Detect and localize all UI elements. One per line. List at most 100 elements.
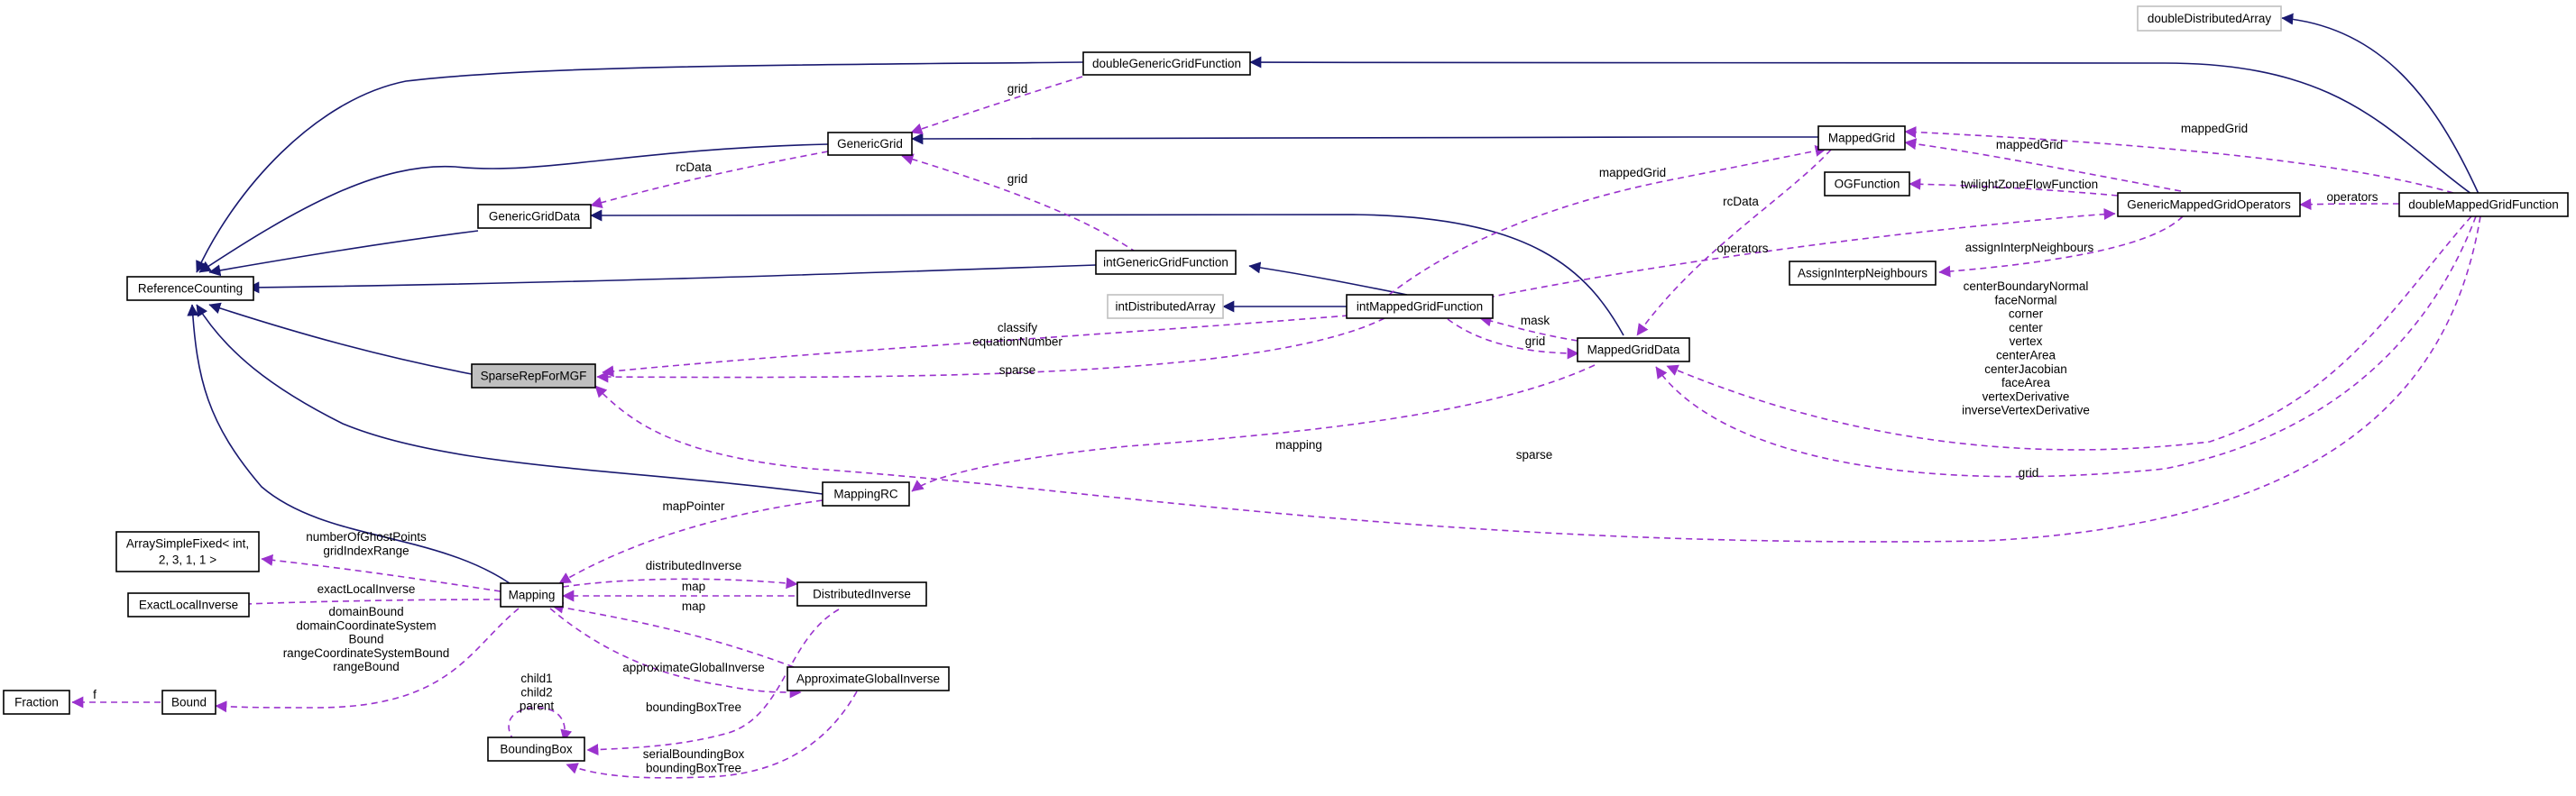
svg-text:intDistributedArray: intDistributedArray: [1115, 300, 1215, 314]
svg-text:doubleMappedGridFunction: doubleMappedGridFunction: [2408, 198, 2559, 212]
svg-text:DistributedInverse: DistributedInverse: [813, 588, 911, 601]
label-map2: map: [682, 599, 705, 613]
edge-usage-classify-equationnumber: [602, 315, 1349, 378]
label-grid-mgd: grid: [1525, 334, 1546, 348]
edge-label-line: twilightZoneFlowFunction: [1961, 178, 2098, 191]
label-twilight: twilightZoneFlowFunction: [1961, 178, 2098, 191]
node-genericgriddata[interactable]: GenericGridData: [477, 204, 592, 229]
edge-usage-grid-intmappedgridfunction: [1447, 318, 1579, 360]
edge-label-line: gridIndexRange: [323, 544, 409, 557]
edge-label-line: rangeCoordinateSystemBound: [283, 646, 450, 660]
label-map1: map: [682, 580, 705, 593]
edge-label-line: map: [682, 580, 705, 593]
svg-text:BoundingBox: BoundingBox: [500, 743, 573, 756]
node-arraysimplefixed[interactable]: ArraySimpleFixed< int, 2, 3, 1, 1 >: [115, 531, 260, 572]
edge-usage-bounds-mapping: [215, 608, 520, 713]
edge-usage-rcdata-mappedgrid: [1636, 149, 1832, 336]
svg-text:GenericMappedGridOperators: GenericMappedGridOperators: [2127, 198, 2291, 212]
label-sparse-dmgf: sparse: [1516, 448, 1553, 462]
edge-usage-mappointer-mappingrc: [558, 499, 823, 584]
node-doublegenericgridfunction[interactable]: doubleGenericGridFunction: [1082, 51, 1251, 76]
label-igf-grid: grid: [1007, 172, 1028, 186]
node-sparserepformgf[interactable]: SparseRepForMGF: [471, 363, 596, 389]
node-distributedinverse[interactable]: DistributedInverse: [796, 581, 927, 607]
node-intdistributedarray[interactable]: intDistributedArray: [1107, 294, 1224, 319]
edge-label-line: mask: [1521, 314, 1550, 327]
edge-doublemappedgridfunction-inherits-doubledistributedarray: [2281, 13, 2479, 195]
label-dmgf-mappedgrid: mappedGrid: [2181, 122, 2248, 135]
edge-label-line: Bound: [348, 633, 383, 646]
edge-label-line: center: [2009, 321, 2043, 334]
node-genericmappedgridoperators[interactable]: GenericMappedGridOperators: [2117, 192, 2301, 217]
node-mapping[interactable]: Mapping: [500, 582, 564, 608]
node-mappedgriddata[interactable]: MappedGridData: [1577, 337, 1690, 362]
edge-label-line: centerJacobian: [1984, 362, 2067, 376]
edge-usage-twilightzoneflowfunction: [1909, 178, 2119, 197]
node-fraction[interactable]: Fraction: [3, 690, 70, 715]
node-bound[interactable]: Bound: [161, 690, 216, 715]
edge-label-line: grid: [2019, 466, 2039, 480]
edge-usage-ghost-mapping: [261, 554, 501, 592]
edge-usage-children-boundingbox: [508, 707, 573, 742]
label-assign-interp: assignInterpNeighbours: [1965, 241, 2094, 254]
edge-mappingrc-inherits-referencecounting: [196, 304, 823, 495]
edge-label-line: mapPointer: [662, 499, 725, 513]
node-mappingrc[interactable]: MappingRC: [822, 481, 910, 507]
edge-label-line: vertex: [2010, 334, 2043, 348]
edge-genericgrid-inherits-referencecounting: [198, 143, 829, 273]
edge-label-line: f: [93, 688, 97, 701]
edge-label-line: boundingBoxTree: [646, 761, 741, 774]
node-intgenericgridfunction[interactable]: intGenericGridFunction: [1095, 250, 1237, 275]
edge-label-line: operators: [2326, 190, 2378, 204]
label-mask: mask: [1521, 314, 1550, 327]
edge-usage-exactlocalinverse-mapping: [220, 599, 501, 611]
edge-label-line: sparse: [999, 363, 1036, 377]
edge-label-line: rangeBound: [333, 660, 400, 673]
edge-label-line: grid: [1007, 172, 1028, 186]
edge-label-line: child1: [520, 672, 552, 685]
node-genericgrid[interactable]: GenericGrid: [827, 132, 913, 156]
node-doubledistributedarray[interactable]: doubleDistributedArray: [2137, 5, 2282, 32]
label-mgd-rcdata: rcData: [1723, 195, 1759, 208]
node-boundingbox[interactable]: BoundingBox: [487, 737, 585, 762]
edge-label-line: centerArea: [1996, 349, 2056, 362]
label-mapping: mapping: [1275, 438, 1322, 452]
edge-usage-serialboundingbox-approximateglobalinverse: [566, 691, 858, 779]
edge-label-line: corner: [2009, 307, 2044, 321]
edge-usage-sparse-intmappedgridfunction: [596, 317, 1385, 383]
edge-intgenericgridfunction-inherits-referencecounting: [247, 264, 1097, 294]
edge-usage-grid-doublemappedgridfunction: [1655, 215, 2477, 478]
svg-text:MappedGrid: MappedGrid: [1828, 132, 1895, 145]
edge-label-line: mappedGrid: [1599, 166, 1666, 179]
node-mappedgrid[interactable]: MappedGrid: [1817, 125, 1906, 151]
edge-label-line: map: [682, 599, 705, 613]
node-assigninterpneighbours[interactable]: AssignInterpNeighbours: [1789, 261, 1937, 286]
node-doublemappedgridfunction[interactable]: doubleMappedGridFunction: [2398, 192, 2569, 217]
edge-label-line: faceArea: [2001, 376, 2051, 389]
edge-usage-grid-intgenericgridfunction: [901, 153, 1137, 253]
edge-usage-boundingboxtree-distributedinverse: [586, 608, 840, 755]
node-approximateglobalinverse[interactable]: ApproximateGlobalInverse: [787, 666, 950, 691]
svg-text:SparseRepForMGF: SparseRepForMGF: [481, 370, 587, 383]
edge-label-line: mappedGrid: [2181, 122, 2248, 135]
label-approxglobal: approximateGlobalInverse: [622, 661, 765, 674]
edge-label-line: centerBoundaryNormal: [1964, 279, 2089, 293]
svg-text:OGFunction: OGFunction: [1835, 178, 1900, 191]
edge-usage-operators-doublemappedgridfunction: [2299, 198, 2400, 211]
edge-label-line: child2: [520, 685, 552, 699]
label-operators-dmgf: operators: [2326, 190, 2378, 204]
node-ogfunction[interactable]: OGFunction: [1824, 171, 1910, 197]
node-intmappedgridfunction[interactable]: intMappedGridFunction: [1346, 294, 1494, 319]
node-referencecounting[interactable]: ReferenceCounting: [126, 276, 254, 301]
edge-label-line: assignInterpNeighbours: [1965, 241, 2094, 254]
edge-label-line: operators: [1716, 242, 1768, 255]
edge-label-line: mapping: [1275, 438, 1322, 452]
edge-label-line: distributedInverse: [646, 559, 742, 572]
edge-doublegenericgridfunction-inherits-referencecounting: [196, 61, 1084, 273]
node-exactlocalinverse[interactable]: ExactLocalInverse: [127, 592, 250, 618]
svg-text:GenericGrid: GenericGrid: [837, 137, 903, 151]
